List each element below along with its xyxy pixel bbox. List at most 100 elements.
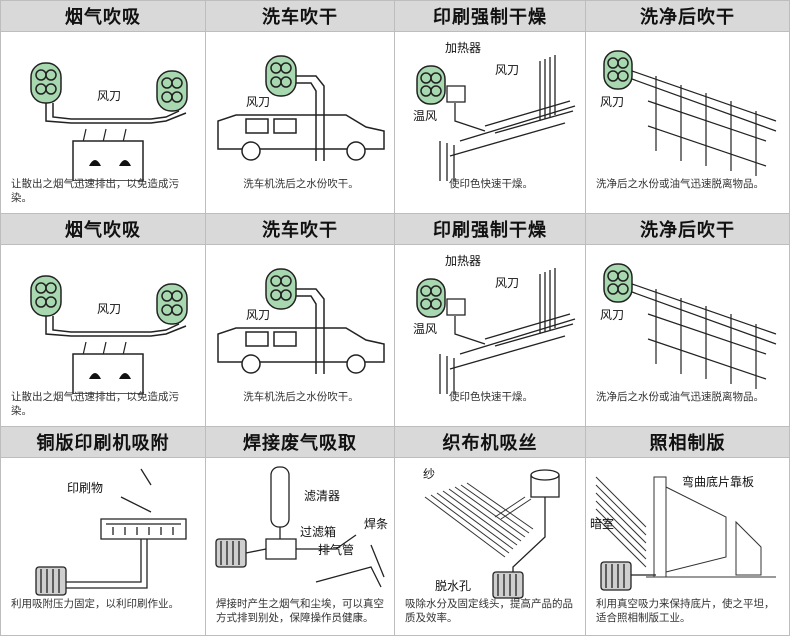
panel-title: 印刷强制干燥 (395, 1, 585, 32)
parts-rack (632, 284, 776, 389)
warm-air-label: 温风 (413, 109, 438, 123)
blower-icon (157, 284, 187, 324)
panel-title: 洗净后吹干 (586, 214, 789, 245)
panel-post-wash-drying: 洗净后吹干 风刀 洗净后之水份或油气迅速脱离物品。 (585, 213, 790, 427)
blower-icon (36, 567, 66, 595)
blower-icon (266, 269, 296, 309)
panel-caption: 洗净后之水份或油气迅速脱离物品。 (596, 391, 764, 403)
blower-icon (493, 572, 523, 598)
panel-print-drying: 印刷强制干燥 加热器 风刀 温风 使印 (394, 213, 586, 427)
duct-pipe (296, 76, 324, 161)
filter-box-label: 过滤箱 (300, 525, 337, 539)
air-knife-label: 风刀 (97, 89, 122, 103)
furnace-box (73, 141, 143, 181)
blower-icon (417, 279, 445, 317)
panel-title: 铜版印刷机吸附 (1, 427, 205, 458)
blower-icon (31, 276, 61, 316)
panel-post-wash-drying: 洗净后吹干 风刀 洗净后之水份或油气迅速脱离物品。 (585, 0, 790, 214)
printed-matter-label: 印刷物 (67, 481, 104, 495)
air-knife-label: 风刀 (246, 95, 271, 109)
filter-label: 滤清器 (304, 489, 341, 503)
post-wash-illustration: 风刀 (586, 31, 789, 181)
air-knife-label: 风刀 (600, 95, 625, 109)
duct-pipe (296, 289, 324, 374)
film-holder (596, 477, 776, 577)
panel-title: 织布机吸丝 (395, 427, 585, 458)
panel-copperplate-printing: 铜版印刷机吸附 印刷物 利用吸附压力固定，以利印刷作业。 (0, 426, 206, 636)
car-outline (218, 328, 384, 373)
copperplate-illustration: 印刷物 (1, 457, 205, 602)
air-knife-label: 风刀 (246, 308, 271, 322)
smoke-blowing-illustration: 风刀 (1, 244, 205, 394)
panel-caption: 洗车机洗后之水份吹干。 (243, 178, 359, 190)
car-outline (218, 115, 384, 160)
blower-icon (417, 66, 445, 104)
panel-caption: 使印色快速干燥。 (449, 391, 533, 403)
panel-title: 烟气吹吸 (1, 214, 205, 245)
air-knife-label: 风刀 (495, 276, 520, 290)
heater-label: 加热器 (445, 254, 482, 268)
duct-pipe (46, 316, 186, 336)
yarn-lines (425, 483, 533, 557)
yarn-label: 纱 (423, 467, 436, 481)
panel-title: 印刷强制干燥 (395, 214, 585, 245)
panel-caption: 洗车机洗后之水份吹干。 (243, 391, 359, 403)
welding-rod-label: 焊条 (364, 517, 389, 531)
panel-loom-yarn-suction: 织布机吸丝 纱 脱水孔 吸除水分及固 (394, 426, 586, 636)
panel-welding-fume-extraction: 焊接废气吸取 滤清器 过滤箱 排气管 焊条 (205, 426, 395, 636)
panel-caption: 让散出之烟气迅速排出，以免造成污染。 (11, 391, 179, 417)
panel-caption: 洗净后之水份或油气迅速脱离物品。 (596, 178, 764, 190)
panel-smoke-blowing: 烟气吹吸 (0, 213, 206, 427)
blower-icon (216, 539, 246, 567)
panel-car-wash-drying: 洗车吹干 风刀 洗车机洗后之水份吹干。 (205, 213, 395, 427)
panel-photo-platemaking: 照相制版 弯曲底片靠板 暗室 利用真空吸力来保持底片， (585, 426, 790, 636)
heater-label: 加热器 (445, 41, 482, 55)
panel-smoke-blowing: 烟气吹吸 (0, 0, 206, 214)
panel-caption: 吸除水分及固定线头，提高产品的品质及效率。 (405, 598, 573, 624)
car-wash-illustration: 风刀 (206, 31, 394, 181)
welding-illustration: 滤清器 过滤箱 排气管 焊条 (206, 457, 394, 602)
dryer-conveyor (440, 268, 575, 394)
blower-icon (31, 63, 61, 103)
panel-caption: 使印色快速干燥。 (449, 178, 533, 190)
furnace-box (73, 354, 143, 394)
panel-title: 照相制版 (586, 427, 789, 458)
curved-film-board-label: 弯曲底片靠板 (682, 475, 755, 489)
post-wash-illustration: 风刀 (586, 244, 789, 394)
panel-car-wash-drying: 洗车吹干 风刀 洗车机洗后之水份吹干。 (205, 0, 395, 214)
panel-title: 洗车吹干 (206, 214, 394, 245)
fire-icon (89, 160, 131, 166)
panel-caption: 焊接时产生之烟气和尘埃，可以真空方式排到别处，保障操作员健康。 (216, 598, 384, 624)
panel-caption: 利用吸附压力固定，以利印刷作业。 (11, 598, 179, 610)
print-drying-illustration: 加热器 风刀 温风 (395, 244, 585, 394)
panel-print-drying: 印刷强制干燥 加热器 风刀 温风 使印 (394, 0, 586, 214)
smoke-blowing-illustration: 风刀 (1, 31, 205, 181)
fire-icon (89, 373, 131, 379)
blower-icon (157, 71, 187, 111)
dewatering-hole-label: 脱水孔 (435, 579, 472, 593)
parts-rack (632, 71, 776, 176)
blower-icon (604, 264, 632, 302)
duct-pipe (46, 103, 186, 123)
darkroom-label: 暗室 (590, 517, 615, 531)
panel-caption: 让散出之烟气迅速排出，以免造成污染。 (11, 178, 179, 204)
platemaking-illustration: 弯曲底片靠板 暗室 (586, 457, 789, 602)
panel-title: 烟气吹吸 (1, 1, 205, 32)
air-knife-label: 风刀 (495, 63, 520, 77)
blower-icon (601, 562, 631, 590)
panel-caption: 利用真空吸力来保持底片，使之平坦，适合照相制版工业。 (596, 598, 775, 624)
loom-illustration: 纱 脱水孔 (395, 457, 585, 602)
air-knife-label: 风刀 (600, 308, 625, 322)
print-drying-illustration: 加热器 风刀 温风 (395, 31, 585, 181)
warm-air-label: 温风 (413, 322, 438, 336)
dryer-conveyor (440, 55, 575, 181)
vacuum-table (61, 469, 186, 588)
exhaust-pipe-label: 排气管 (318, 543, 355, 557)
car-wash-illustration: 风刀 (206, 244, 394, 394)
blower-icon (266, 56, 296, 96)
panel-title: 洗车吹干 (206, 1, 394, 32)
panel-title: 焊接废气吸取 (206, 427, 394, 458)
air-knife-label: 风刀 (97, 302, 122, 316)
panel-title: 洗净后吹干 (586, 1, 789, 32)
